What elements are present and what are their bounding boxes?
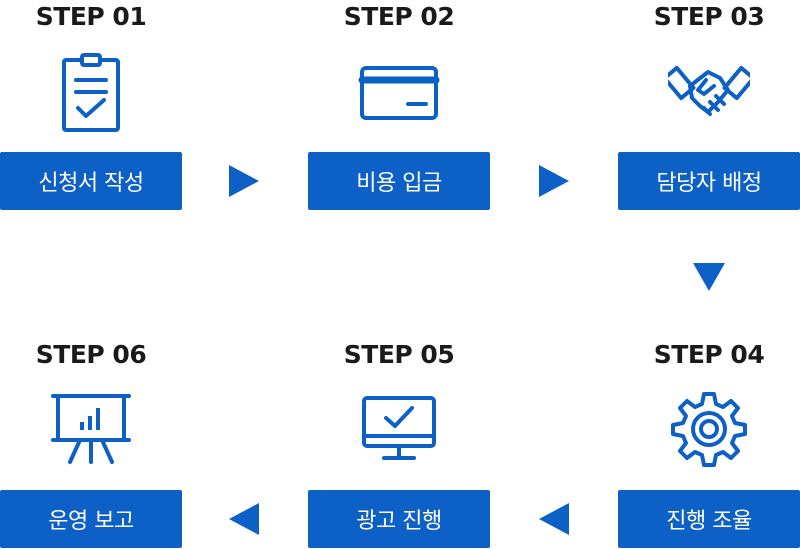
step-title: STEP 06 (35, 340, 147, 369)
step-01: STEP 01 신청서 작성 (0, 0, 182, 210)
step-title: STEP 04 (653, 340, 765, 369)
step-title: STEP 02 (343, 2, 455, 31)
arrow-down-icon (693, 263, 725, 291)
monitor-check-icon (358, 388, 440, 470)
arrow-left-icon (229, 503, 259, 535)
step-title: STEP 03 (653, 2, 765, 31)
clipboard-check-icon (50, 50, 132, 132)
step-label: 담당자 배정 (618, 152, 800, 210)
presentation-chart-icon (50, 388, 132, 470)
step-04: STEP 04 진행 조율 (618, 338, 800, 548)
step-title: STEP 01 (35, 2, 147, 31)
step-02: STEP 02 비용 입금 (308, 0, 490, 210)
step-05: STEP 05 광고 진행 (308, 338, 490, 548)
step-label: 비용 입금 (308, 152, 490, 210)
step-label: 광고 진행 (308, 490, 490, 548)
arrow-right-icon (539, 165, 569, 197)
step-label: 진행 조율 (618, 490, 800, 548)
step-03: STEP 03 담당자 배정 (618, 0, 800, 210)
arrow-left-icon (539, 503, 569, 535)
step-title: STEP 05 (343, 340, 455, 369)
gear-icon (668, 388, 750, 470)
step-06: STEP 06 운영 보고 (0, 338, 182, 548)
step-label: 신청서 작성 (0, 152, 182, 210)
handshake-icon (668, 50, 750, 132)
arrow-right-icon (229, 165, 259, 197)
step-label: 운영 보고 (0, 490, 182, 548)
credit-card-icon (358, 50, 440, 132)
